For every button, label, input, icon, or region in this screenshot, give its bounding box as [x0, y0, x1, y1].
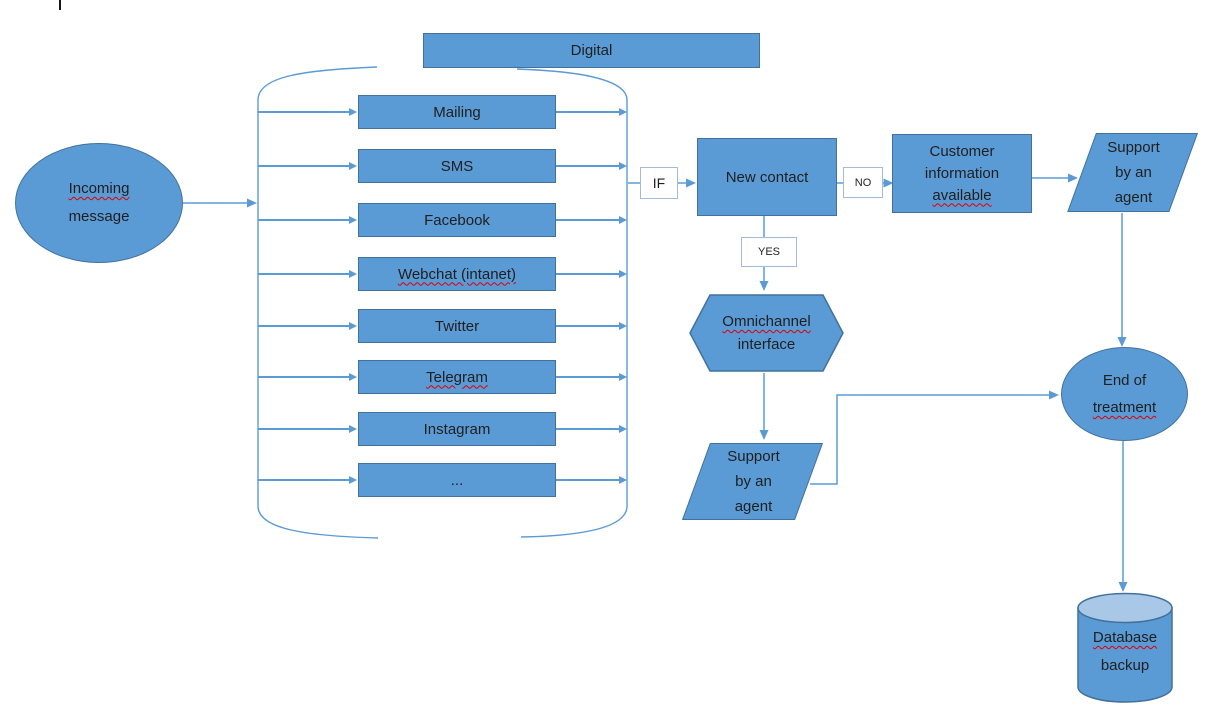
channel-label: Instagram — [423, 420, 491, 438]
channel-row: ... — [258, 463, 628, 497]
yes-branch-box[interactable]: YES — [741, 237, 797, 267]
channel-out-arrow — [556, 162, 627, 169]
channel-label: ... — [450, 471, 464, 489]
channel-box[interactable]: SMS — [358, 149, 556, 183]
channel-row: Twitter — [258, 309, 628, 343]
no-branch-box[interactable]: NO — [843, 167, 883, 198]
channel-out-arrow — [556, 108, 627, 115]
channel-label: SMS — [440, 157, 474, 175]
channel-out-arrow — [556, 476, 627, 483]
no-label: NO — [854, 176, 872, 189]
channel-out-arrow — [556, 270, 627, 277]
channel-label: Mailing — [433, 103, 481, 121]
channel-in-arrow — [258, 270, 357, 277]
digital-header-label: Digital — [570, 42, 613, 59]
new-contact-box[interactable]: New contact — [697, 138, 837, 216]
channel-box[interactable]: ... — [358, 463, 556, 497]
channel-box[interactable]: Twitter — [358, 309, 556, 343]
digital-header-box[interactable]: Digital — [423, 33, 760, 68]
channel-box[interactable]: Webchat (intanet) — [358, 257, 556, 291]
channel-label: Telegram — [426, 368, 488, 386]
hexagon-shape — [689, 294, 844, 372]
channel-label: Facebook — [424, 211, 490, 229]
channel-in-arrow — [258, 476, 357, 483]
channel-row: Facebook — [258, 203, 628, 237]
yes-label: YES — [757, 246, 780, 258]
channel-in-arrow — [258, 322, 357, 329]
if-condition-box[interactable]: IF — [640, 167, 678, 199]
channel-row: Telegram — [258, 360, 628, 394]
channel-out-arrow — [556, 322, 627, 329]
text-caret-artifact — [59, 0, 61, 10]
channel-label: Twitter — [434, 317, 480, 335]
channel-box[interactable]: Instagram — [358, 412, 556, 446]
channel-box[interactable]: Mailing — [358, 95, 556, 129]
channel-row: Webchat (intanet) — [258, 257, 628, 291]
channel-out-arrow — [556, 216, 627, 223]
connector-support-to-end-elbow — [810, 390, 1059, 485]
new-contact-label: New contact — [725, 168, 809, 186]
channel-box[interactable]: Telegram — [358, 360, 556, 394]
if-label: IF — [652, 175, 666, 191]
channel-out-arrow — [556, 425, 627, 432]
channel-label: Webchat (intanet) — [397, 265, 517, 283]
channel-out-arrow — [556, 373, 627, 380]
channel-row: Mailing — [258, 95, 628, 129]
channel-in-arrow — [258, 108, 357, 115]
channel-row: SMS — [258, 149, 628, 183]
cylinder-shape — [1077, 592, 1173, 703]
channel-box[interactable]: Facebook — [358, 203, 556, 237]
channel-in-arrow — [258, 425, 357, 432]
channel-in-arrow — [258, 216, 357, 223]
channel-row: Instagram — [258, 412, 628, 446]
channel-in-arrow — [258, 162, 357, 169]
channel-in-arrow — [258, 373, 357, 380]
